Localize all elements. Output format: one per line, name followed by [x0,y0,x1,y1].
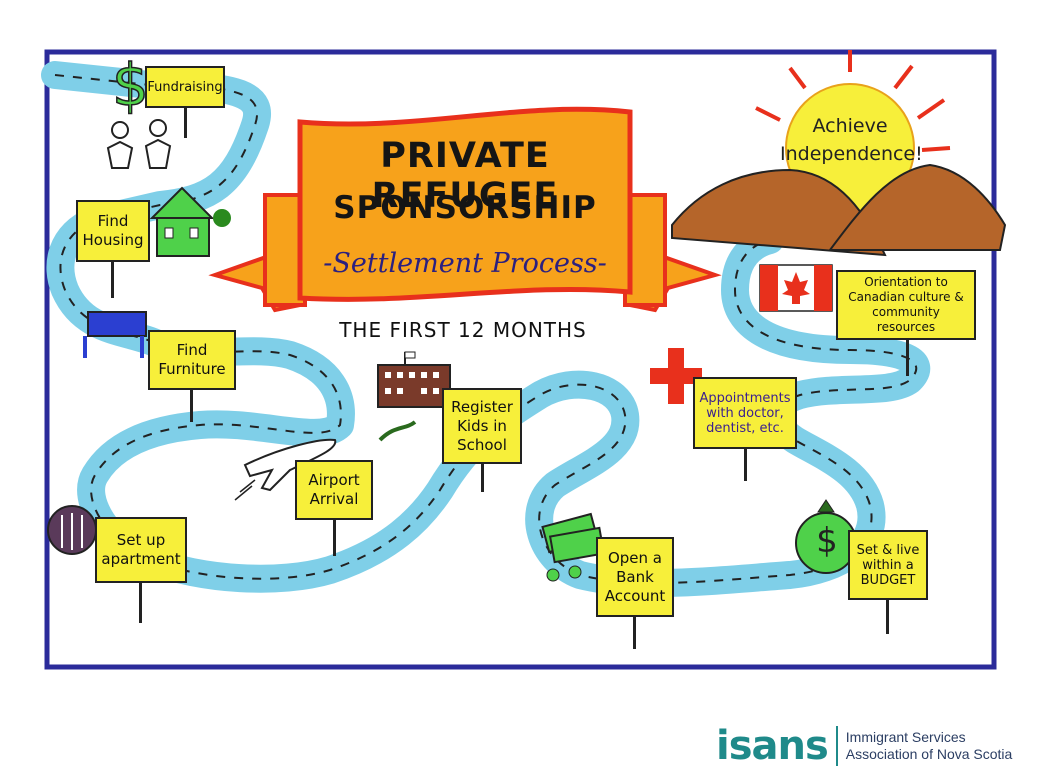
logo-wordmark: isans [716,723,829,769]
cash-money-icon [541,512,606,582]
subtitle: -Settlement Process- [323,248,607,279]
school-icon [377,351,451,442]
timeframe-label: THE FIRST 12 MONTHS [339,318,587,342]
sign-post [481,464,484,492]
sign-post [111,262,114,298]
isans-logo: isans Immigrant Services Association of … [716,723,1012,769]
step-sign-fundraising: Fundraising [145,66,225,108]
sign-post [333,520,336,556]
title-banner [208,106,722,313]
svg-text:$: $ [112,51,149,119]
sign-post [906,340,909,376]
canadian-flag-icon [759,264,833,312]
sign-post [886,600,889,634]
goal-text: Achieve Independence! [780,115,923,165]
sign-post [184,108,187,138]
sign-post [633,617,636,649]
furniture-bench-icon [83,311,147,358]
logo-divider [835,726,838,766]
step-sign-budget: Set & live within a BUDGET [848,530,928,600]
logo-line-2: Association of Nova Scotia [845,746,1013,762]
house-icon [149,186,231,257]
step-sign-appointments: Appointments with doctor, dentist, etc. [693,377,797,449]
title-line-2: SPONSORSHIP [333,190,597,226]
step-sign-find-housing: Find Housing [76,200,150,262]
step-sign-airport-arrival: Airport Arrival [295,460,373,520]
airplane-icon [234,438,337,501]
sign-post [190,390,193,422]
sign-post [139,583,142,623]
step-sign-open-bank-account: Open a Bank Account [596,537,674,617]
fundraising-people-icon: $ [106,50,172,169]
sign-post [744,449,747,481]
logo-line-1: Immigrant Services [845,729,966,745]
step-sign-orientation: Orientation to Canadian culture & commun… [836,270,976,340]
mountains-icon [671,163,1007,257]
budget-bag-symbol: $ [816,521,838,561]
diagram-frame [44,49,997,670]
step-sign-register-kids: Register Kids in School [442,388,522,464]
title-line-1: PRIVATE REFUGEE [371,136,559,216]
logo-organization-name: Immigrant Services Association of Nova S… [846,729,1013,763]
step-sign-set-up-apartment: Set up apartment [95,517,187,583]
medical-cross-icon [650,348,702,404]
step-sign-find-furniture: Find Furniture [148,330,236,390]
plate-utensils-icon [47,505,97,555]
